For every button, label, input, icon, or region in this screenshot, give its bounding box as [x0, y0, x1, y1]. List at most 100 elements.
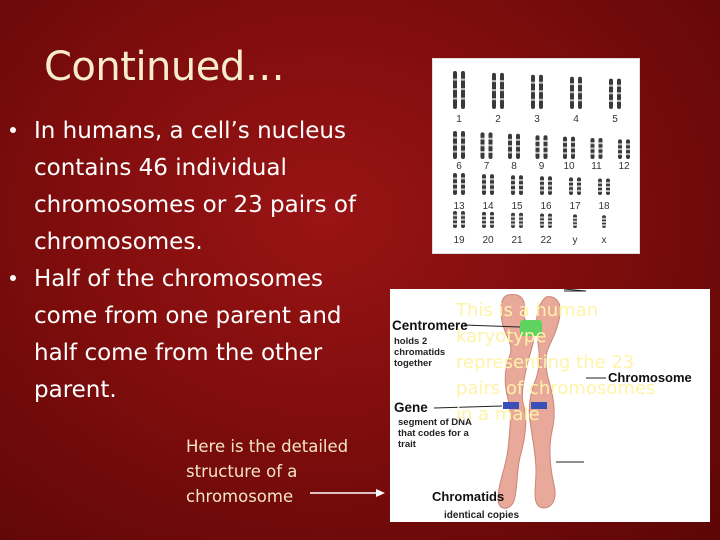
karyotype-band	[480, 151, 485, 154]
karyotype-band	[480, 137, 485, 140]
karyotype-label: 17	[569, 201, 581, 212]
karyotype-band	[578, 91, 582, 94]
bullet-item: In humans, a cell’s nucleus contains 46 …	[0, 113, 390, 261]
karyotype-band	[570, 91, 574, 94]
karyotype-band	[488, 151, 493, 154]
karyotype-label: 6	[456, 161, 462, 172]
karyotype-band	[570, 99, 574, 102]
karyotype-band	[569, 185, 573, 188]
gene-band-left	[503, 402, 519, 409]
karyotype-band	[461, 88, 465, 91]
karyotype-band	[535, 151, 540, 154]
karyotype-band	[461, 188, 465, 191]
karyotype-band	[492, 98, 496, 101]
karyotype-band	[516, 151, 520, 154]
karyotype-band	[490, 183, 494, 186]
karyotype-band	[482, 219, 486, 222]
karyotype-band	[519, 179, 523, 182]
karyotype-band	[577, 185, 581, 188]
karyotype-band	[488, 144, 493, 147]
karyotype-band	[609, 92, 613, 95]
bullet-dot-icon	[10, 127, 16, 133]
karyotype-band	[573, 223, 577, 226]
karyotype-band	[511, 189, 515, 192]
karyotype-band	[453, 143, 457, 146]
karyotype-band	[519, 184, 523, 187]
chromosome-label: Chromosome	[608, 370, 692, 385]
karyotype-band	[590, 152, 595, 155]
karyotype-band	[609, 99, 613, 102]
karyotype-band	[598, 142, 603, 145]
karyotype-band	[548, 184, 552, 187]
karyotype-band	[569, 180, 573, 183]
karyotype-label: 13	[453, 201, 465, 212]
karyotype-band	[535, 145, 540, 148]
karyotype-band	[453, 150, 457, 153]
karyotype-band	[508, 138, 512, 141]
karyotype-band	[618, 153, 622, 156]
karyotype-band	[453, 78, 457, 81]
karyotype-band	[490, 178, 494, 181]
karyotype-band	[626, 143, 630, 146]
karyotype-band	[519, 215, 523, 218]
karyotype-band	[500, 80, 504, 83]
centromere-label: Centromere	[392, 318, 468, 333]
karyotype-label: 1	[456, 114, 462, 125]
karyotype-label: 19	[453, 235, 465, 246]
karyotype-band	[490, 188, 494, 191]
bullet-item: Half of the chromosomes come from one pa…	[0, 261, 390, 409]
karyotype-band	[453, 136, 457, 139]
karyotype-band	[602, 224, 606, 227]
karyotype-band	[531, 81, 535, 84]
karyotype-band	[543, 145, 548, 148]
chromosome-diagram: Centromere holds 2 chromatids together C…	[390, 288, 710, 522]
karyotype-band	[578, 99, 582, 102]
karyotype-band	[539, 90, 543, 93]
karyotype-band	[626, 153, 630, 156]
karyotype-band	[531, 98, 535, 101]
karyotype-band	[461, 143, 465, 146]
karyotype-band	[508, 145, 512, 148]
centromere-marker	[520, 320, 542, 336]
karyotype-band	[548, 220, 552, 223]
karyotype-band	[461, 136, 465, 139]
karyotype-band	[516, 138, 520, 141]
karyotype-band	[482, 215, 486, 218]
centromere-desc-3: together	[394, 358, 432, 369]
karyotype-label: 14	[482, 201, 494, 212]
centromere-desc-2: chromatids	[394, 347, 445, 358]
karyotype-band	[461, 214, 465, 217]
bullet-text: In humans, a cell’s nucleus contains 46 …	[34, 118, 357, 255]
slide-title: Continued…	[44, 44, 285, 90]
karyotype-band	[453, 218, 457, 221]
karyotype-band	[488, 137, 493, 140]
karyotype-band	[531, 90, 535, 93]
karyotype-band	[617, 84, 621, 87]
karyotype-band	[571, 146, 575, 149]
karyotype-band	[453, 222, 457, 225]
karyotype-band	[492, 80, 496, 83]
karyotype-band	[548, 189, 552, 192]
karyotype-label: 8	[511, 161, 517, 172]
karyotype-band	[535, 139, 540, 142]
karyotype-band	[539, 98, 543, 101]
karyotype-label: 22	[540, 235, 552, 246]
karyotype-band	[482, 223, 486, 226]
karyotype-caption: This is a human karyotype representing t…	[456, 300, 656, 425]
bullet-dot-icon	[10, 275, 16, 281]
karyotype-band	[570, 83, 574, 86]
karyotype-label: 4	[573, 114, 579, 125]
karyotype-band	[609, 84, 613, 87]
karyotype-label: 11	[591, 161, 602, 172]
gene-label: Gene	[394, 400, 428, 415]
karyotype-label: 21	[511, 235, 523, 246]
karyotype-band	[500, 98, 504, 101]
karyotype-band	[519, 219, 523, 222]
karyotype-band	[461, 78, 465, 81]
karyotype-band	[511, 223, 515, 226]
karyotype-band	[540, 184, 544, 187]
karyotype-band	[453, 97, 457, 100]
karyotype-label: 18	[598, 201, 610, 212]
